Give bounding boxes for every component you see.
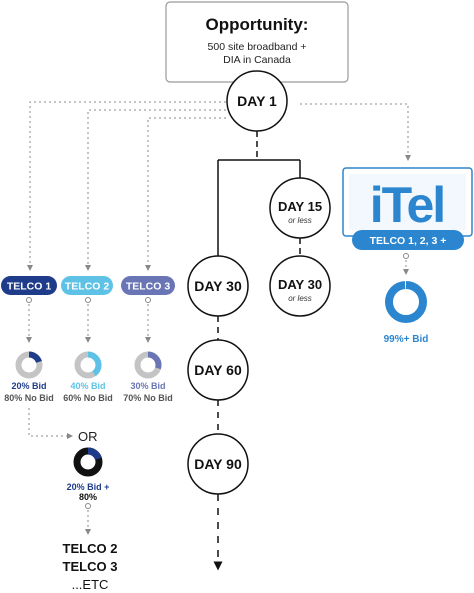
telco1-label: TELCO 1 [7,281,51,293]
opportunity-box: Opportunity: 500 site broadband + DIA in… [165,1,349,83]
itel-badge-label: TELCO 1, 2, 3 + [370,235,447,247]
dotted-fanout-lines [27,101,411,271]
telco2-bid-label: 40% Bid [70,381,105,391]
day1-label: DAY 1 [237,93,277,109]
itel-bid-label: 99%+ Bid [384,334,429,345]
dotted-line-itel [300,103,411,161]
opportunity-title: Opportunity: [206,15,309,34]
telco1-pill: TELCO 1 [1,276,57,295]
dotted-line-telco3 [145,117,226,271]
telco1-nobid-label: 80% No Bid [4,393,54,403]
day30-label: DAY 30 [194,278,242,294]
telco2-pill: TELCO 2 [61,276,113,295]
telco1-bid-label: 20% Bid [11,381,46,391]
opportunity-line-1: 500 site broadband + [208,41,307,53]
telco2-donut-arc [74,351,102,379]
telco-connectors [26,297,151,303]
telco1-bid-donut [15,351,43,379]
day60-node: DAY 60 [187,339,249,401]
next-telco2: TELCO 2 [63,541,118,556]
next-etc: ...ETC [72,577,109,592]
itel-logo-text: iTel [370,177,444,233]
day30-node: DAY 30 [187,255,249,317]
day30-right-label: DAY 30 [278,277,322,292]
telco3-pill: TELCO 3 [121,276,175,295]
opportunity-line-2: DIA in Canada [223,54,291,66]
day15-note: or less [288,216,312,225]
telco3-label: TELCO 3 [126,281,170,293]
itel-badge: TELCO 1, 2, 3 + [352,230,464,250]
day1-split-lines [217,131,301,256]
combined-donut-arc [73,447,103,477]
day30-right-note: or less [288,294,312,303]
day90-node: DAY 90 [187,433,249,495]
telco3-connector-dot [145,297,151,303]
telco2-pill-bg [61,276,113,295]
telco1-donut-arc [15,351,43,379]
next-telco3: TELCO 3 [63,559,118,574]
combined-bid-label-2: 80% [79,492,97,502]
telco2-label: TELCO 2 [65,281,109,293]
combined-bid-label-1: 20% Bid + [67,482,110,492]
day90-label: DAY 90 [194,456,242,472]
telco1-pill-bg [1,276,57,295]
combined-bid-donut [73,447,103,477]
day30-right-node: DAY 30 or less [269,255,331,317]
itel-badge-bg [352,230,464,250]
telco2-bid-donut [74,351,102,379]
telco3-donut-arc [134,351,162,379]
telco1-connector-dot [26,297,32,303]
or-label: OR [78,429,98,444]
itel-connector-dot [403,253,409,259]
telco3-bid-label: 30% Bid [130,381,165,391]
telco3-bid-donut [134,351,162,379]
telco3-nobid-label: 70% No Bid [123,393,173,403]
telco2-nobid-label: 60% No Bid [63,393,113,403]
day15-label: DAY 15 [278,199,322,214]
itel-bid-donut [385,281,427,323]
day60-label: DAY 60 [194,362,242,378]
telco3-pill-bg [121,276,175,295]
itel-donut-arc [385,281,427,323]
dotted-line-telco1 [27,101,226,271]
itel-logo-bg [349,174,466,230]
day1-node: DAY 1 [226,70,288,132]
telco-dotted-down [26,304,151,343]
combined-connector-dot [85,503,91,509]
itel-logo: iTel [342,167,473,237]
telco2-connector-dot [85,297,91,303]
dotted-line-telco2 [85,109,226,271]
day30-right-circle [269,255,331,317]
day15-node: DAY 15 or less [269,177,331,239]
or-dotted-line [28,408,73,439]
